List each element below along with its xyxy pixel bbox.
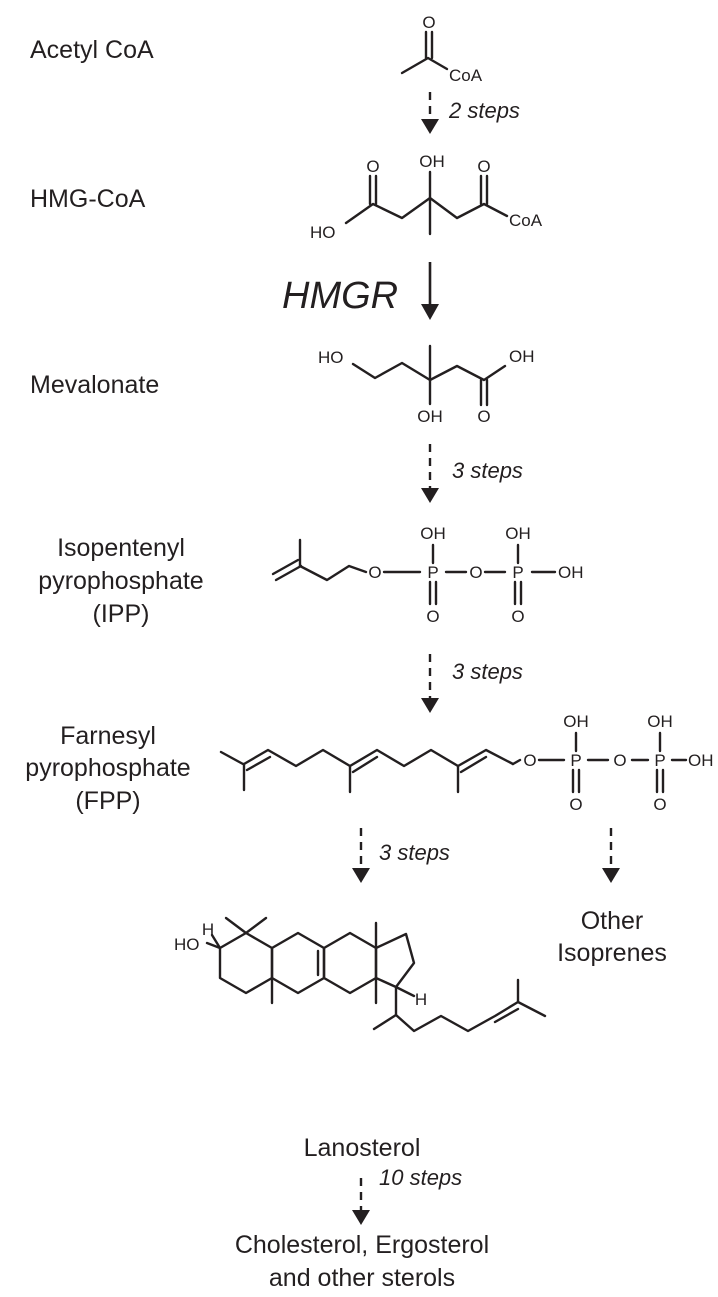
atom-o: O	[477, 157, 490, 176]
structure-acetyl-coa: O CoA	[400, 13, 483, 85]
arrow-hmgr	[421, 262, 439, 320]
atom-h: H	[202, 920, 214, 939]
atom-oh: OH	[417, 407, 443, 426]
atom-h: H	[415, 990, 427, 1009]
arrow-ipp-to-fpp	[421, 654, 439, 713]
arrow-mevalonate-to-ipp	[421, 444, 439, 503]
atom-ho: HO	[174, 935, 200, 954]
label-ipp-line2: pyrophosphate	[38, 567, 203, 595]
label-ipp: Isopentenyl pyrophosphate (IPP)	[38, 534, 203, 628]
step-label-4: 3 steps	[379, 840, 450, 865]
label-sterols: Cholesterol, Ergosterol and other sterol…	[235, 1231, 489, 1292]
atom-oh: OH	[558, 563, 584, 582]
label-acetyl-coa: Acetyl CoA	[30, 36, 154, 64]
label-other-line1: Other	[581, 907, 644, 935]
label-sterols-line2: and other sterols	[269, 1264, 455, 1292]
enzyme-label-hmgr: HMGR	[282, 275, 398, 317]
atom-o: O	[613, 751, 626, 770]
atom-o: O	[653, 795, 666, 814]
atom-o: O	[569, 795, 582, 814]
atom-o: O	[477, 407, 490, 426]
atom-p: P	[654, 751, 665, 770]
label-ipp-line3: (IPP)	[93, 600, 150, 628]
step-label-5: 10 steps	[379, 1165, 462, 1190]
atom-o: O	[422, 13, 435, 32]
atom-coa: CoA	[449, 66, 483, 85]
atom-oh: OH	[563, 712, 589, 731]
atom-o: O	[366, 157, 379, 176]
step-label-3: 3 steps	[452, 659, 523, 684]
arrow-acetyl-to-hmg	[421, 92, 439, 134]
label-fpp-line2: pyrophosphate	[25, 754, 190, 782]
arrow-fpp-to-other	[602, 828, 620, 883]
structure-hmg-coa: O OH O HO CoA	[310, 152, 543, 242]
label-other-isoprenes: Other Isoprenes	[557, 907, 667, 967]
structure-mevalonate: HO OH OH O	[318, 344, 535, 426]
step-label-2: 3 steps	[452, 458, 523, 483]
label-hmg-coa: HMG-CoA	[30, 185, 146, 213]
label-fpp: Farnesyl pyrophosphate (FPP)	[25, 722, 190, 815]
arrow-lanosterol-to-sterols	[352, 1178, 370, 1225]
atom-o: O	[368, 563, 381, 582]
structure-lanosterol: H HO H	[174, 916, 547, 1033]
label-fpp-line1: Farnesyl	[60, 722, 156, 750]
label-lanosterol: Lanosterol	[304, 1134, 421, 1162]
structure-ipp: O P O P OH OH OH O O	[271, 524, 584, 626]
atom-oh: OH	[688, 751, 714, 770]
atom-o: O	[426, 607, 439, 626]
atom-coa: CoA	[509, 211, 543, 230]
label-other-line2: Isoprenes	[557, 939, 667, 967]
atom-p: P	[427, 563, 438, 582]
atom-ho: HO	[310, 223, 336, 242]
label-sterols-line1: Cholesterol, Ergosterol	[235, 1231, 489, 1259]
label-fpp-line3: (FPP)	[75, 787, 140, 815]
step-label-1: 2 steps	[448, 98, 520, 123]
label-ipp-line1: Isopentenyl	[57, 534, 185, 562]
atom-oh: OH	[509, 347, 535, 366]
atom-o: O	[511, 607, 524, 626]
atom-o: O	[523, 751, 536, 770]
arrow-fpp-to-lanosterol	[352, 828, 370, 883]
label-mevalonate: Mevalonate	[30, 371, 159, 399]
atom-oh: OH	[419, 152, 445, 171]
atom-oh: OH	[420, 524, 446, 543]
atom-ho: HO	[318, 348, 344, 367]
atom-p: P	[570, 751, 581, 770]
atom-oh: OH	[647, 712, 673, 731]
atom-p: P	[512, 563, 523, 582]
atom-oh: OH	[505, 524, 531, 543]
structure-fpp: O P O P OH OH OH O O	[219, 712, 714, 814]
atom-o: O	[469, 563, 482, 582]
